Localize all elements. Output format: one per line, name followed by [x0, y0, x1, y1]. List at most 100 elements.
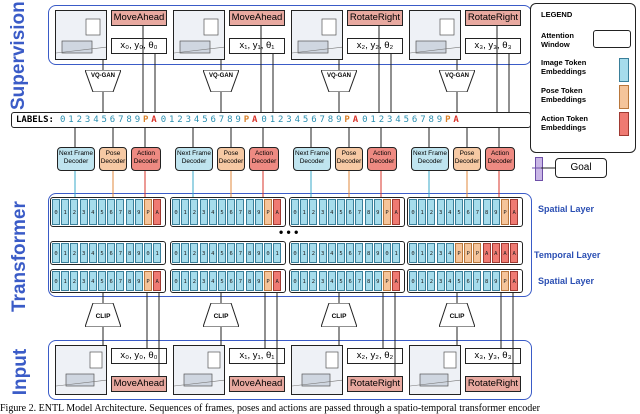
label-digit: 8	[327, 115, 334, 125]
pose-token: P	[464, 243, 473, 263]
pose-decoder: Pose Decoder	[99, 147, 127, 171]
label-digit: 2	[76, 115, 83, 125]
pose-token: P	[144, 271, 152, 291]
label-digit: 1	[269, 115, 276, 125]
label-digit: 6	[311, 115, 317, 125]
image-token: 2	[70, 199, 79, 225]
pose-token: P	[383, 271, 391, 291]
image-token: 8	[364, 271, 373, 291]
next-frame-decoder: Next Frame Decoder	[175, 147, 213, 171]
image-token: 7	[473, 199, 482, 225]
label-digit: 8	[428, 115, 434, 125]
image-token: 9	[134, 243, 143, 263]
supervision-frame-image	[409, 10, 461, 60]
spatial-layer-top-label: Spatial Layer	[538, 204, 595, 214]
image-token: 3	[318, 243, 327, 263]
image-token: 7	[236, 199, 245, 225]
attention-window	[407, 241, 523, 265]
action-token: A	[491, 243, 500, 263]
label-action-token: A	[151, 115, 157, 125]
image-token: 9	[373, 271, 382, 291]
action-decoder: Action Decoder	[249, 147, 279, 171]
action-decoder: Action Decoder	[131, 147, 161, 171]
label-digit: 5	[302, 115, 309, 125]
image-token: 2	[190, 243, 199, 263]
image-token: 5	[455, 271, 463, 291]
image-token: 2	[427, 271, 436, 291]
supervision-frame-image	[291, 10, 343, 60]
image-token: 8	[482, 271, 491, 291]
image-token: 8	[245, 199, 254, 225]
pose-token: P	[455, 243, 463, 263]
action-token: A	[153, 199, 162, 225]
image-token: 3	[318, 271, 327, 291]
clip-label: CLIP	[449, 313, 465, 320]
image-token: 4	[327, 271, 336, 291]
labels-prefix: LABELS:	[16, 115, 54, 125]
input-action-label: RotateRight	[347, 376, 403, 392]
image-token: 5	[337, 199, 345, 225]
image-token: 3	[436, 271, 445, 291]
legend-pose-swatch	[619, 85, 629, 109]
supervision-pose-label: x₃, y₃, θ₃	[465, 38, 521, 54]
next-frame-decoder: Next Frame Decoder	[293, 147, 331, 171]
image-token: 9	[254, 199, 263, 225]
image-token: 0	[409, 271, 417, 291]
image-token: 1	[61, 199, 70, 225]
supervision-pose-label: x₁, y₁, θ₁	[229, 38, 285, 54]
image-token: 2	[427, 243, 436, 263]
image-token: 4	[88, 199, 97, 225]
attention-window	[170, 241, 286, 265]
input-pose-label: x₂, y₂, θ₂	[347, 348, 403, 364]
input-action-label: MoveAhead	[229, 376, 285, 392]
label-digit: 8	[126, 115, 132, 125]
attention-window	[50, 197, 166, 227]
input-pose-label: x₀, y₀, θ₀	[111, 348, 167, 364]
image-token: 9	[373, 243, 382, 263]
image-token: 4	[208, 243, 217, 263]
action-decoder: Action Decoder	[485, 147, 515, 171]
label-digit: 5	[101, 115, 107, 125]
image-token: 1	[181, 243, 190, 263]
pose-decoder: Pose Decoder	[217, 147, 245, 171]
label-digit: 9	[235, 115, 241, 125]
action-token: A	[392, 271, 401, 291]
image-token: 1	[300, 271, 309, 291]
supervision-pose-label: x₂, y₂, θ₂	[347, 38, 403, 54]
action-token: A	[510, 199, 519, 225]
vqgan-encoder: VQ-GAN	[202, 69, 240, 93]
image-token: 6	[107, 271, 116, 291]
image-token: 6	[107, 199, 116, 225]
image-token: 2	[309, 199, 318, 225]
image-token: 3	[79, 199, 88, 225]
image-token: 1	[300, 199, 309, 225]
next-frame-decoder: Next Frame Decoder	[411, 147, 449, 171]
image-token: 1	[273, 243, 282, 263]
image-token: 7	[236, 271, 245, 291]
label-digit: 0	[362, 115, 368, 125]
ellipsis: • • •	[279, 225, 299, 239]
image-token: 1	[300, 243, 309, 263]
clip-label: CLIP	[331, 313, 347, 320]
image-token: 9	[491, 271, 500, 291]
image-token: 1	[61, 271, 70, 291]
image-token: 0	[291, 271, 299, 291]
image-token: 4	[327, 199, 336, 225]
attention-window	[170, 269, 286, 293]
label-action-token: A	[352, 115, 359, 125]
image-token: 2	[190, 199, 199, 225]
image-token: 1	[153, 243, 162, 263]
image-token: 1	[181, 271, 190, 291]
image-token: 1	[418, 199, 427, 225]
temporal-layer-label: Temporal Layer	[534, 250, 601, 260]
image-token: 8	[482, 199, 491, 225]
input-frame-image	[291, 345, 343, 395]
pose-token: P	[264, 271, 272, 291]
action-token: A	[273, 271, 282, 291]
label-digit: 2	[278, 115, 284, 125]
image-token: 8	[364, 199, 373, 225]
label-digit: 3	[387, 115, 393, 125]
vqgan-encoder: VQ-GAN	[84, 69, 122, 93]
image-token: 0	[264, 243, 272, 263]
image-token: 5	[337, 243, 345, 263]
